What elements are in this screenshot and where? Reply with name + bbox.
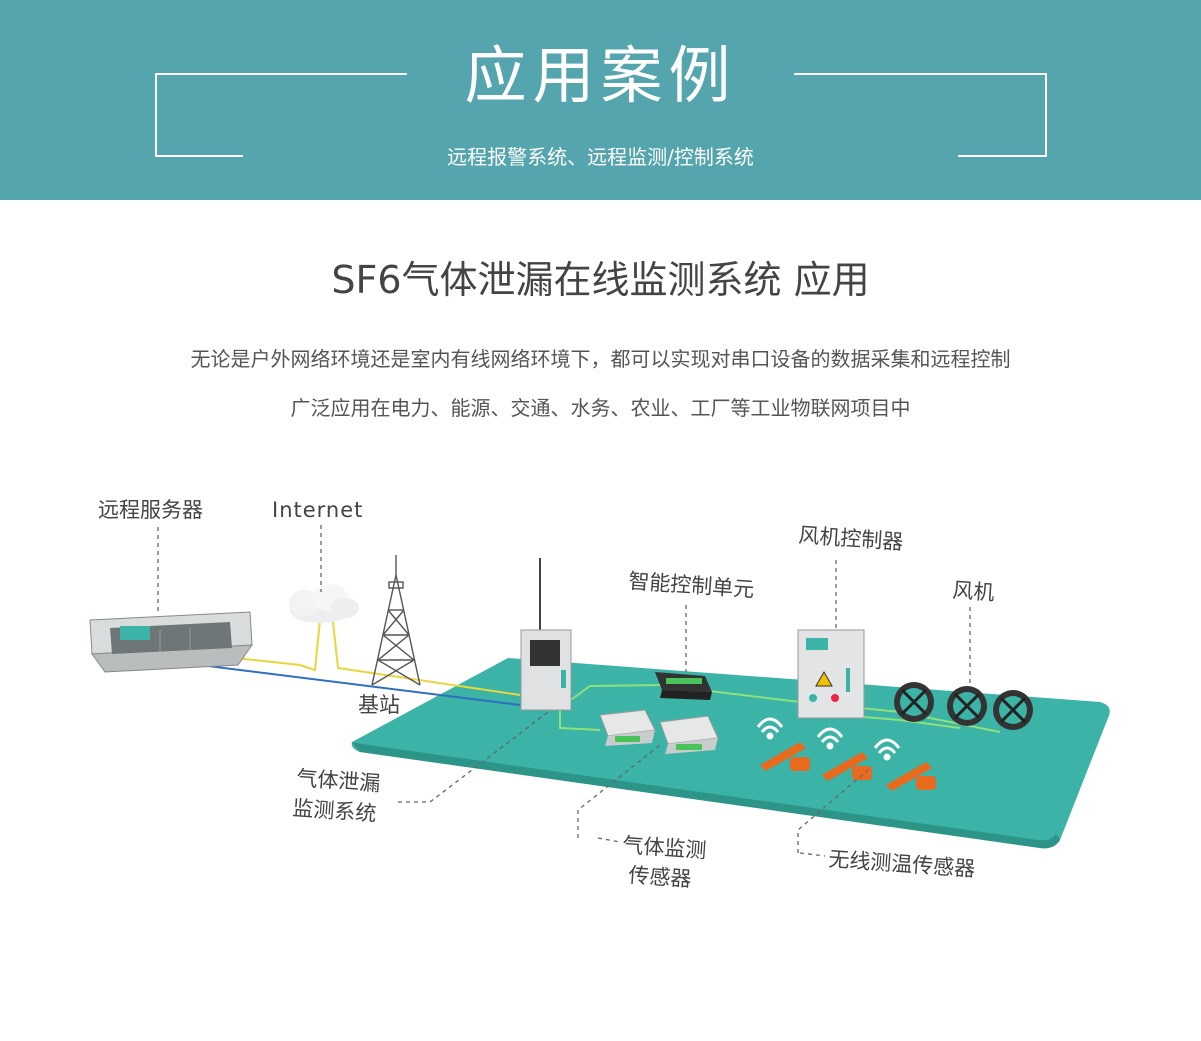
cloud-icon <box>289 584 359 623</box>
label-base-station: 基站 <box>358 693 400 717</box>
label-internet: Internet <box>272 498 363 522</box>
server-rack-icon <box>90 612 252 672</box>
label-smart-control-unit: 智能控制单元 <box>628 569 755 602</box>
label-fan-controller: 风机控制器 <box>798 523 904 554</box>
label-wireless-temp-sensor: 无线测温传感器 <box>828 847 976 881</box>
header-banner: 应用案例 远程报警系统、远程监测/控制系统 <box>0 0 1201 200</box>
gas-sensor-icon <box>600 710 655 746</box>
description-line-2: 广泛应用在电力、能源、交通、水务、农业、工厂等工业物联网项目中 <box>0 393 1201 423</box>
label-fan: 风机 <box>952 578 996 605</box>
gas-sensor-icon <box>660 716 718 754</box>
fan-icon <box>993 690 1033 730</box>
fan-controller-icon <box>798 630 864 718</box>
banner-subtitle: 远程报警系统、远程监测/控制系统 <box>0 142 1201 172</box>
label-remote-server: 远程服务器 <box>98 498 203 522</box>
description-line-1: 无论是户外网络环境还是室内有线网络环境下，都可以实现对串口设备的数据采集和远程控… <box>0 344 1201 374</box>
smart-control-unit-icon <box>655 672 712 700</box>
tower-icon <box>372 555 420 685</box>
fan-icon <box>894 682 934 722</box>
label-gas-leak-system-line1: 气体泄漏 <box>296 766 381 796</box>
label-gas-leak-system-line2: 监测系统 <box>292 796 377 826</box>
monitoring-host-icon <box>521 558 571 710</box>
label-gas-sensor-line1: 气体监测 <box>622 833 707 863</box>
system-diagram: 远程服务器 Internet 基站 智能控制单元 风机控制器 风机 气体泄漏 监… <box>0 440 1201 1040</box>
label-gas-sensor-line2: 传感器 <box>628 863 693 891</box>
fan-icon <box>947 686 987 726</box>
banner-title: 应用案例 <box>0 36 1201 116</box>
section-title: SF6气体泄漏在线监测系统 应用 <box>0 254 1201 306</box>
